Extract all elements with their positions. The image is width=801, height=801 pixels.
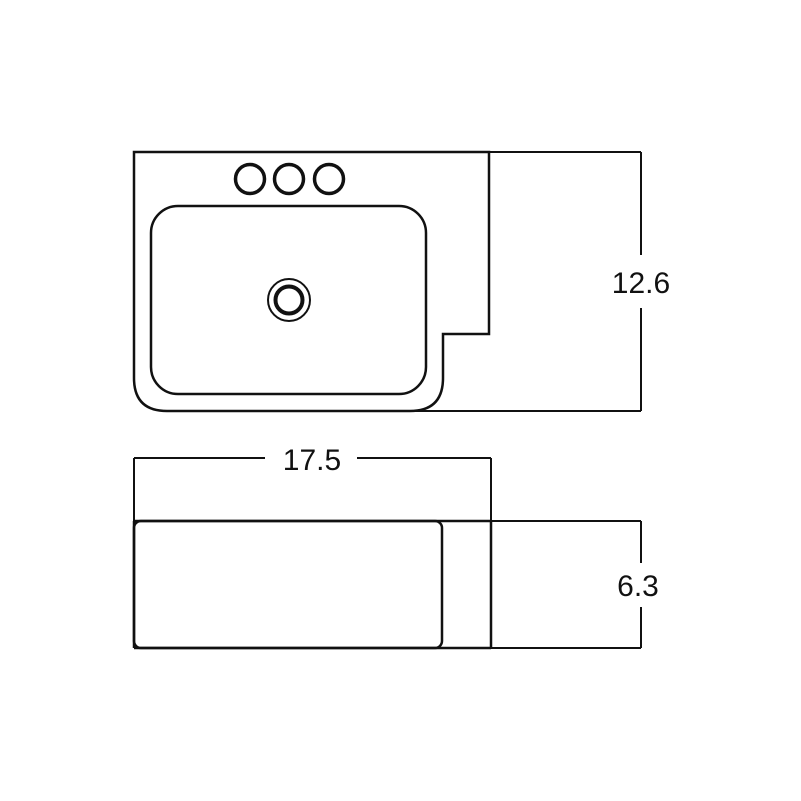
faucet-hole-center [272,162,306,196]
height-label: 6.3 [617,570,659,603]
sink-outline-top [132,150,491,413]
width-label: 17.5 [283,444,341,477]
front-panel [132,519,444,650]
faucet-hole-left [233,162,267,196]
faucet-hole-right [312,162,346,196]
depth-dimension [410,151,642,412]
basin-outline [149,204,428,396]
height-dimension [491,520,642,649]
drain-outer [267,278,311,322]
front-view [132,519,493,650]
depth-label: 12.6 [612,267,670,300]
top-view [132,150,491,413]
width-dimension [133,457,492,521]
drain-inner [273,284,305,316]
